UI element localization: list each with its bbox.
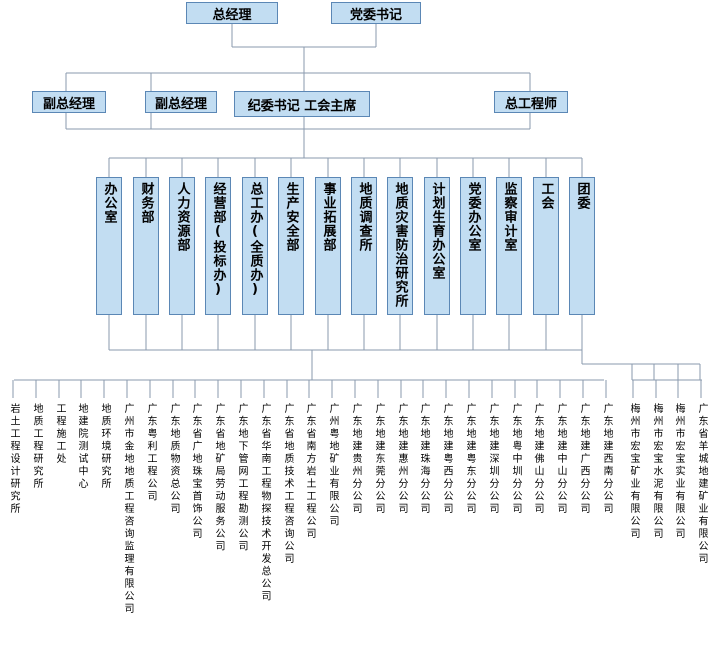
- subsidiary-unit-label: 广东省南方岩土工程公司: [304, 403, 315, 541]
- subsidiary-unit-label: 广东地建东莞分公司: [373, 403, 384, 516]
- subsidiary-unit-label: 广东地建粤西分公司: [441, 403, 452, 516]
- department-box: 地质灾害防治研究所: [387, 177, 413, 315]
- department-label: 人力资源部: [174, 182, 190, 252]
- department-box: 生产安全部: [278, 177, 304, 315]
- department-box: 工会: [533, 177, 559, 315]
- subsidiary-unit-label: 广东省地质技术工程咨询公司: [282, 403, 293, 566]
- subsidiary-unit-label: 地质工程研究所: [31, 403, 42, 491]
- department-box: 总工办(全质办): [242, 177, 268, 315]
- department-label: 生产安全部: [283, 182, 299, 252]
- department-box: 监察审计室: [496, 177, 522, 315]
- subsidiary-unit-label: 广州市金地地质工程咨询监理有限公司: [122, 403, 133, 616]
- subsidiary-unit-label: 工程施工处: [54, 403, 65, 466]
- subsidiary-unit-label: 梅州市宏宝矿业有限公司: [628, 403, 639, 541]
- deputy-manager-box-2: 副总经理: [145, 91, 217, 113]
- subsidiary-unit-label: 广东地建中山分公司: [555, 403, 566, 516]
- discipline-secretary-box: 纪委书记 工会主席: [234, 91, 370, 117]
- deputy-manager-label-1: 副总经理: [42, 96, 95, 112]
- subsidiary-unit-label: 广东地建佛山分公司: [532, 403, 543, 516]
- general-manager-label: 总经理: [212, 7, 252, 23]
- subsidiary-unit-label: 广东地建广西分公司: [578, 403, 589, 516]
- department-label: 事业拓展部: [320, 182, 336, 252]
- department-box: 地质调查所: [351, 177, 377, 315]
- subsidiary-unit-label: 广东地粤中圳分公司: [510, 403, 521, 516]
- subsidiary-unit-label: 地建院测试中心: [76, 403, 87, 491]
- subsidiary-unit-label: 岩土工程设计研究所: [8, 403, 19, 516]
- party-secretary-box: 党委书记: [331, 2, 421, 24]
- subsidiary-unit-label: 广东省华南工程物探技术开发总公司: [259, 403, 270, 603]
- subsidiary-unit-label: 广东地建贵州分公司: [350, 403, 361, 516]
- department-label: 地质调查所: [356, 182, 372, 252]
- department-box: 经营部(投标办): [205, 177, 231, 315]
- subsidiary-unit-label: 广东地建粤东分公司: [464, 403, 475, 516]
- subsidiary-unit-label: 广东地建西南分公司: [601, 403, 612, 516]
- department-box: 计划生育办公室: [424, 177, 450, 315]
- department-box: 团委: [569, 177, 595, 315]
- party-secretary-label: 党委书记: [349, 7, 402, 23]
- subsidiary-unit-label: 广东粤利工程公司: [145, 403, 156, 503]
- department-label: 地质灾害防治研究所: [392, 182, 408, 308]
- department-label: 总工办(全质办): [247, 182, 263, 298]
- subsidiary-unit-label: 梅州市宏宝实业有限公司: [673, 403, 684, 541]
- department-label: 经营部(投标办): [210, 182, 226, 298]
- subsidiary-unit-label: 广东地质物资总公司: [168, 403, 179, 516]
- department-box: 事业拓展部: [315, 177, 341, 315]
- subsidiary-unit-label: 广东地建深圳分公司: [487, 403, 498, 516]
- department-label: 团委: [574, 182, 590, 210]
- department-label: 监察审计室: [501, 182, 517, 252]
- subsidiary-unit-label: 广东地建珠海分公司: [418, 403, 429, 516]
- chief-engineer-label: 总工程师: [504, 96, 557, 112]
- department-box: 人力资源部: [169, 177, 195, 315]
- subsidiary-unit-label: 梅州市宏宝水泥有限公司: [651, 403, 662, 541]
- department-box: 办公室: [96, 177, 122, 315]
- subsidiary-unit-label: 广东省广地珠宝首饰公司: [190, 403, 201, 541]
- subsidiary-unit-label: 广州粤地矿业有限公司: [327, 403, 338, 528]
- subsidiary-unit-label: 广东省地矿局劳动服务公司: [213, 403, 224, 553]
- deputy-manager-box-1: 副总经理: [32, 91, 106, 113]
- subsidiary-unit-label: 广东省羊城地建矿业有限公司: [696, 403, 707, 566]
- department-label: 计划生育办公室: [429, 182, 445, 280]
- general-manager-box: 总经理: [186, 2, 278, 24]
- department-box: 党委办公室: [460, 177, 486, 315]
- department-label: 党委办公室: [465, 182, 481, 252]
- subsidiary-unit-label: 广东地下管网工程勘测公司: [236, 403, 247, 553]
- chief-engineer-box: 总工程师: [494, 91, 568, 113]
- discipline-secretary-label: 纪委书记 工会主席: [247, 98, 357, 114]
- deputy-manager-label-2: 副总经理: [154, 96, 207, 112]
- subsidiary-unit-label: 地质环境研究所: [99, 403, 110, 491]
- department-label: 办公室: [101, 182, 117, 224]
- department-label: 财务部: [138, 182, 154, 224]
- subsidiary-unit-label: 广东地建惠州分公司: [396, 403, 407, 516]
- department-box: 财务部: [133, 177, 159, 315]
- department-label: 工会: [538, 182, 554, 210]
